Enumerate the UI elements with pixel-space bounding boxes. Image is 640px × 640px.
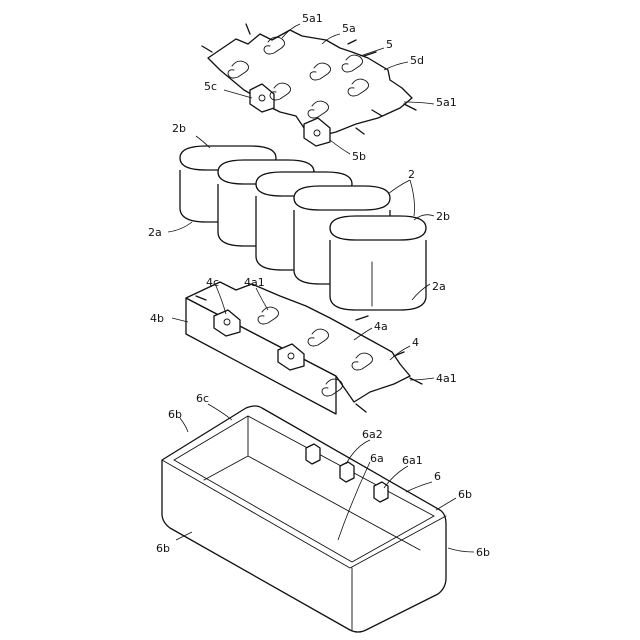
cell-5	[330, 216, 426, 310]
label-2: 2	[408, 168, 415, 181]
label-6a2: 6a2	[362, 428, 383, 441]
label-4a1-right: 4a1	[436, 372, 457, 385]
label-2a-right: 2a	[432, 280, 446, 293]
label-2a-left: 2a	[148, 226, 162, 239]
label-6b-left-bottom: 6b	[156, 542, 170, 555]
label-6b-right-top: 6b	[458, 488, 472, 501]
label-2b-right: 2b	[436, 210, 450, 223]
label-5a: 5a	[342, 22, 356, 35]
label-4b: 4b	[150, 312, 164, 325]
label-2b-left: 2b	[172, 122, 186, 135]
label-6b-right-bottom: 6b	[476, 546, 490, 559]
label-4: 4	[412, 336, 419, 349]
label-5: 5	[386, 38, 393, 51]
label-6a1: 6a1	[402, 454, 423, 467]
label-5a1-top: 5a1	[302, 12, 323, 25]
label-5b: 5b	[352, 150, 366, 163]
label-4c: 4c	[206, 276, 219, 289]
label-6b-top-left: 6b	[168, 408, 182, 421]
label-6: 6	[434, 470, 441, 483]
label-5d: 5d	[410, 54, 424, 67]
label-5c: 5c	[204, 80, 217, 93]
label-4a: 4a	[374, 320, 388, 333]
label-4a1-top: 4a1	[244, 276, 265, 289]
bus-bar-plate-5	[202, 24, 416, 146]
label-6a: 6a	[370, 452, 384, 465]
label-5a1-right: 5a1	[436, 96, 457, 109]
case-6	[162, 406, 446, 632]
label-6c: 6c	[196, 392, 209, 405]
